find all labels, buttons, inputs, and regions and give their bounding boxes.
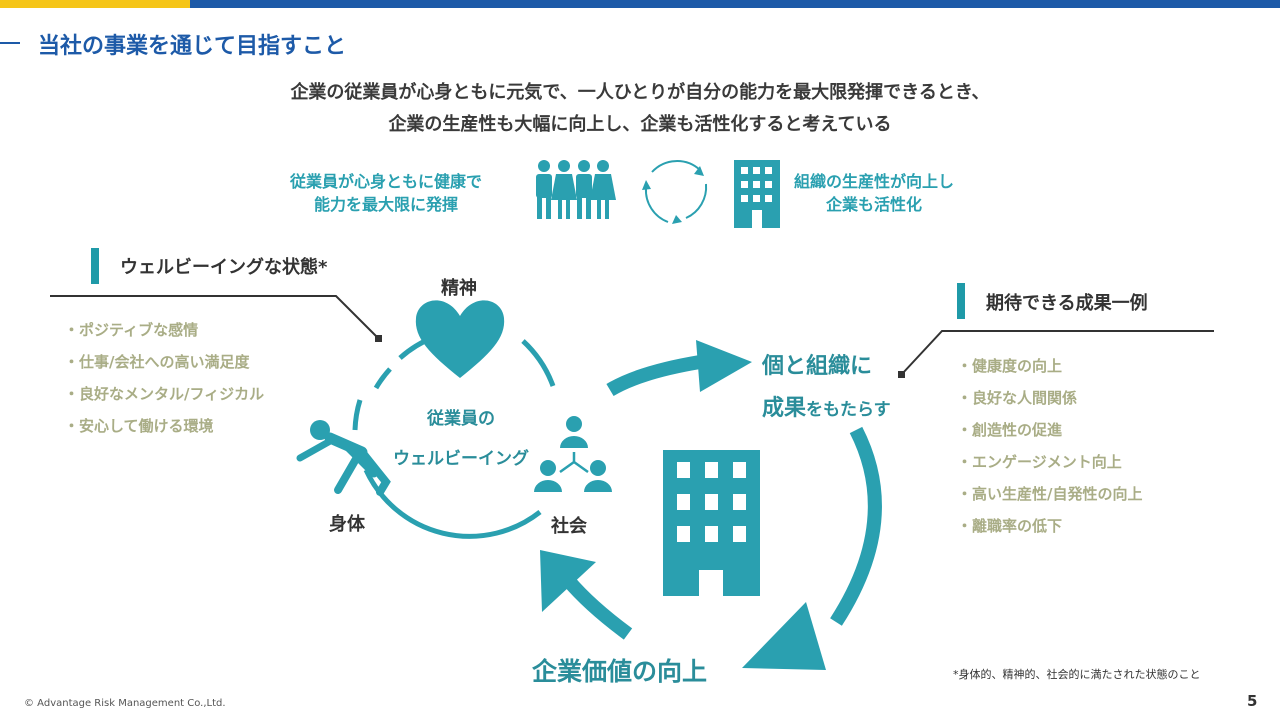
- cycle-arrows-icon: [644, 160, 708, 223]
- outcomes-connector: [901, 330, 1214, 375]
- list-item: ・ポジティブな感情: [64, 321, 199, 339]
- label-mind: 精神: [441, 278, 477, 299]
- result-suffix: をもたらす: [806, 400, 891, 420]
- list-item: ・安心して働ける環境: [64, 417, 214, 435]
- copyright: © Advantage Risk Management Co.,Ltd.: [24, 698, 226, 709]
- cycle-arrowhead-bottom: [540, 550, 596, 612]
- title-marker: [0, 42, 20, 44]
- result-emphasis: 成果: [762, 396, 807, 421]
- top-brand-bar: [190, 0, 1280, 8]
- result-label-line-1: 個と組織に: [762, 354, 873, 379]
- cycle-arrow-right: [830, 426, 882, 626]
- list-item: ・高い生産性/自発性の向上: [957, 485, 1143, 503]
- flow-left-text: 従業員が心身ともに健康で 能力を最大限に発揮: [290, 170, 482, 216]
- flow-left-line-2: 能力を最大限に発揮: [314, 195, 459, 214]
- value-label: 企業価値の向上: [532, 657, 708, 686]
- center-label-line-2: ウェルビーイング: [393, 449, 529, 469]
- page-number: 5: [1247, 692, 1258, 710]
- label-body: 身体: [329, 514, 365, 535]
- running-person-icon: [296, 420, 391, 496]
- cycle-arrow-bottom: [562, 575, 633, 640]
- outcomes-list: ・健康度の向上 ・良好な人間関係 ・創造性の促進 ・エンゲージメント向上 ・高い…: [957, 350, 1142, 542]
- wellbeing-list: ・ポジティブな感情 ・仕事/会社への高い満足度 ・良好なメンタル/フィジカル ・…: [64, 314, 264, 442]
- page-title: 当社の事業を通じて目指すこと: [38, 34, 347, 59]
- lead-line-2: 企業の生産性も大幅に向上し、企業も活性化すると考えている: [388, 114, 892, 135]
- list-item: ・離職率の低下: [957, 517, 1063, 535]
- outcomes-section-title: 期待できる成果一例: [986, 293, 1148, 314]
- cycle-arrowhead-top: [696, 340, 752, 392]
- heart-icon: [415, 300, 505, 378]
- label-society: 社会: [551, 516, 587, 537]
- flow-right-line-1: 組織の生産性が向上し: [794, 172, 955, 191]
- network-people-icon: [534, 416, 612, 492]
- wellbeing-connector: [50, 295, 380, 340]
- center-label-line-1: 従業員の: [427, 409, 495, 429]
- list-item: ・健康度の向上: [957, 357, 1063, 375]
- result-label-line-2: 成果をもたらす: [762, 390, 891, 422]
- building-large-icon: [663, 450, 760, 596]
- people-group-icon: [536, 160, 616, 219]
- list-item: ・良好なメンタル/フィジカル: [64, 385, 265, 403]
- outcomes-section-bar: [957, 283, 965, 319]
- flow-right-text: 組織の生産性が向上し 企業も活性化: [794, 170, 954, 216]
- flow-right-line-2: 企業も活性化: [826, 195, 923, 214]
- list-item: ・創造性の促進: [957, 421, 1063, 439]
- center-label: 従業員の ウェルビーイング: [376, 404, 546, 469]
- wellbeing-section-title: ウェルビーイングな状態*: [120, 257, 328, 278]
- flow-left-line-1: 従業員が心身ともに健康で: [290, 172, 483, 191]
- footnote: *身体的、精神的、社会的に満たされた状態のこと: [953, 668, 1201, 681]
- cycle-arrow-top: [606, 355, 702, 397]
- building-small-icon: [734, 160, 780, 228]
- list-item: ・仕事/会社への高い満足度: [64, 353, 250, 371]
- cycle-arrowhead-right: [742, 602, 826, 670]
- top-accent-bar: [0, 0, 190, 8]
- lead-line-1: 企業の従業員が心身ともに元気で、一人ひとりが自分の能力を最大限発揮できるとき、: [290, 82, 990, 103]
- list-item: ・エンゲージメント向上: [957, 453, 1122, 471]
- wellbeing-section-bar: [91, 248, 99, 284]
- list-item: ・良好な人間関係: [957, 389, 1078, 407]
